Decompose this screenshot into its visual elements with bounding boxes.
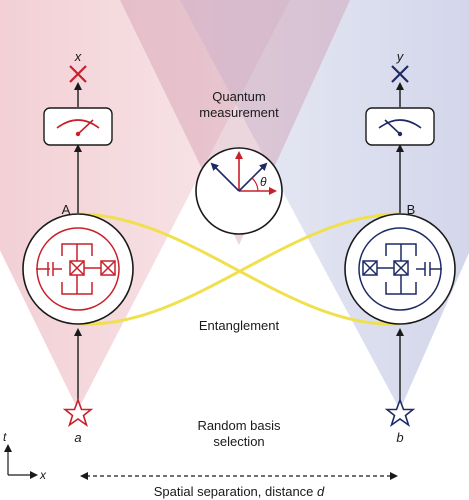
quantum-measurement-label-line2: measurement bbox=[199, 105, 279, 120]
quantum-measurement-label-line1: Quantum bbox=[212, 89, 265, 104]
input-label-left: a bbox=[74, 430, 81, 445]
axis-label-x: x bbox=[39, 468, 47, 482]
left-output-cross-icon bbox=[69, 65, 87, 83]
left-meter-gauge-meter-icon bbox=[43, 107, 113, 146]
random-basis-label-line1: Random basis bbox=[197, 418, 281, 433]
right-output-cross-icon bbox=[391, 65, 409, 83]
spacetime-axes bbox=[4, 444, 38, 479]
entanglement-curves bbox=[77, 212, 401, 326]
right-meter-gauge-meter-icon bbox=[365, 107, 435, 146]
node-label-a: A bbox=[62, 202, 71, 217]
theta-label: θ bbox=[260, 175, 267, 189]
output-label-right: y bbox=[396, 49, 405, 64]
entanglement-label: Entanglement bbox=[199, 318, 280, 333]
cone-overlap bbox=[120, 0, 350, 245]
output-label-left: x bbox=[74, 49, 82, 64]
spatial-separation-text: Spatial separation, distance bbox=[154, 484, 314, 499]
measurement-basis-circle bbox=[195, 147, 283, 235]
input-label-right: b bbox=[396, 430, 403, 445]
spatial-separation-label: Spatial separation, distance d bbox=[154, 484, 325, 499]
right-node-superconducting-qubit-icon bbox=[344, 213, 456, 325]
right-input-star-icon bbox=[384, 397, 416, 428]
random-basis-label-line2: selection bbox=[213, 434, 264, 449]
separation-arrow bbox=[80, 472, 398, 480]
left-node-superconducting-qubit-icon bbox=[22, 213, 134, 325]
distance-symbol: d bbox=[317, 484, 325, 499]
node-label-b: B bbox=[407, 202, 416, 217]
axis-label-t: t bbox=[3, 430, 7, 444]
left-input-star-icon bbox=[62, 397, 94, 428]
